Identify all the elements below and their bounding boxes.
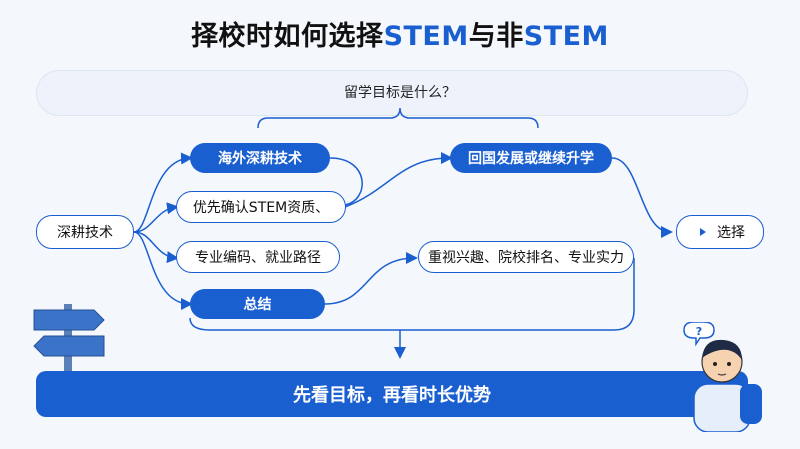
return-home-node: 回国发展或继续升学 xyxy=(450,143,612,173)
branch-summary: 总结 xyxy=(190,289,325,319)
page-title: 择校时如何选择STEM与非STEM xyxy=(191,21,609,52)
branch-major-code: 专业编码、就业路径 xyxy=(176,241,340,273)
goal-panel xyxy=(36,70,748,116)
interest-ranking-node: 重视兴趣、院校排名、专业实力 xyxy=(418,241,634,273)
student-icon: ? xyxy=(683,322,762,432)
branch-stem-qualification: 优先确认STEM资质、 xyxy=(176,191,346,223)
svg-text:?: ? xyxy=(696,325,702,338)
choose-node: 选择 xyxy=(676,215,764,249)
branch-overseas-tech: 海外深耕技术 xyxy=(190,143,330,173)
signpost-icon xyxy=(33,304,105,389)
goal-question: 留学目标是什么？ xyxy=(344,85,456,101)
play-icon xyxy=(695,225,709,239)
conclusion-banner: 先看目标，再看时长优势 xyxy=(36,371,748,417)
start-node: 深耕技术 xyxy=(36,215,134,249)
